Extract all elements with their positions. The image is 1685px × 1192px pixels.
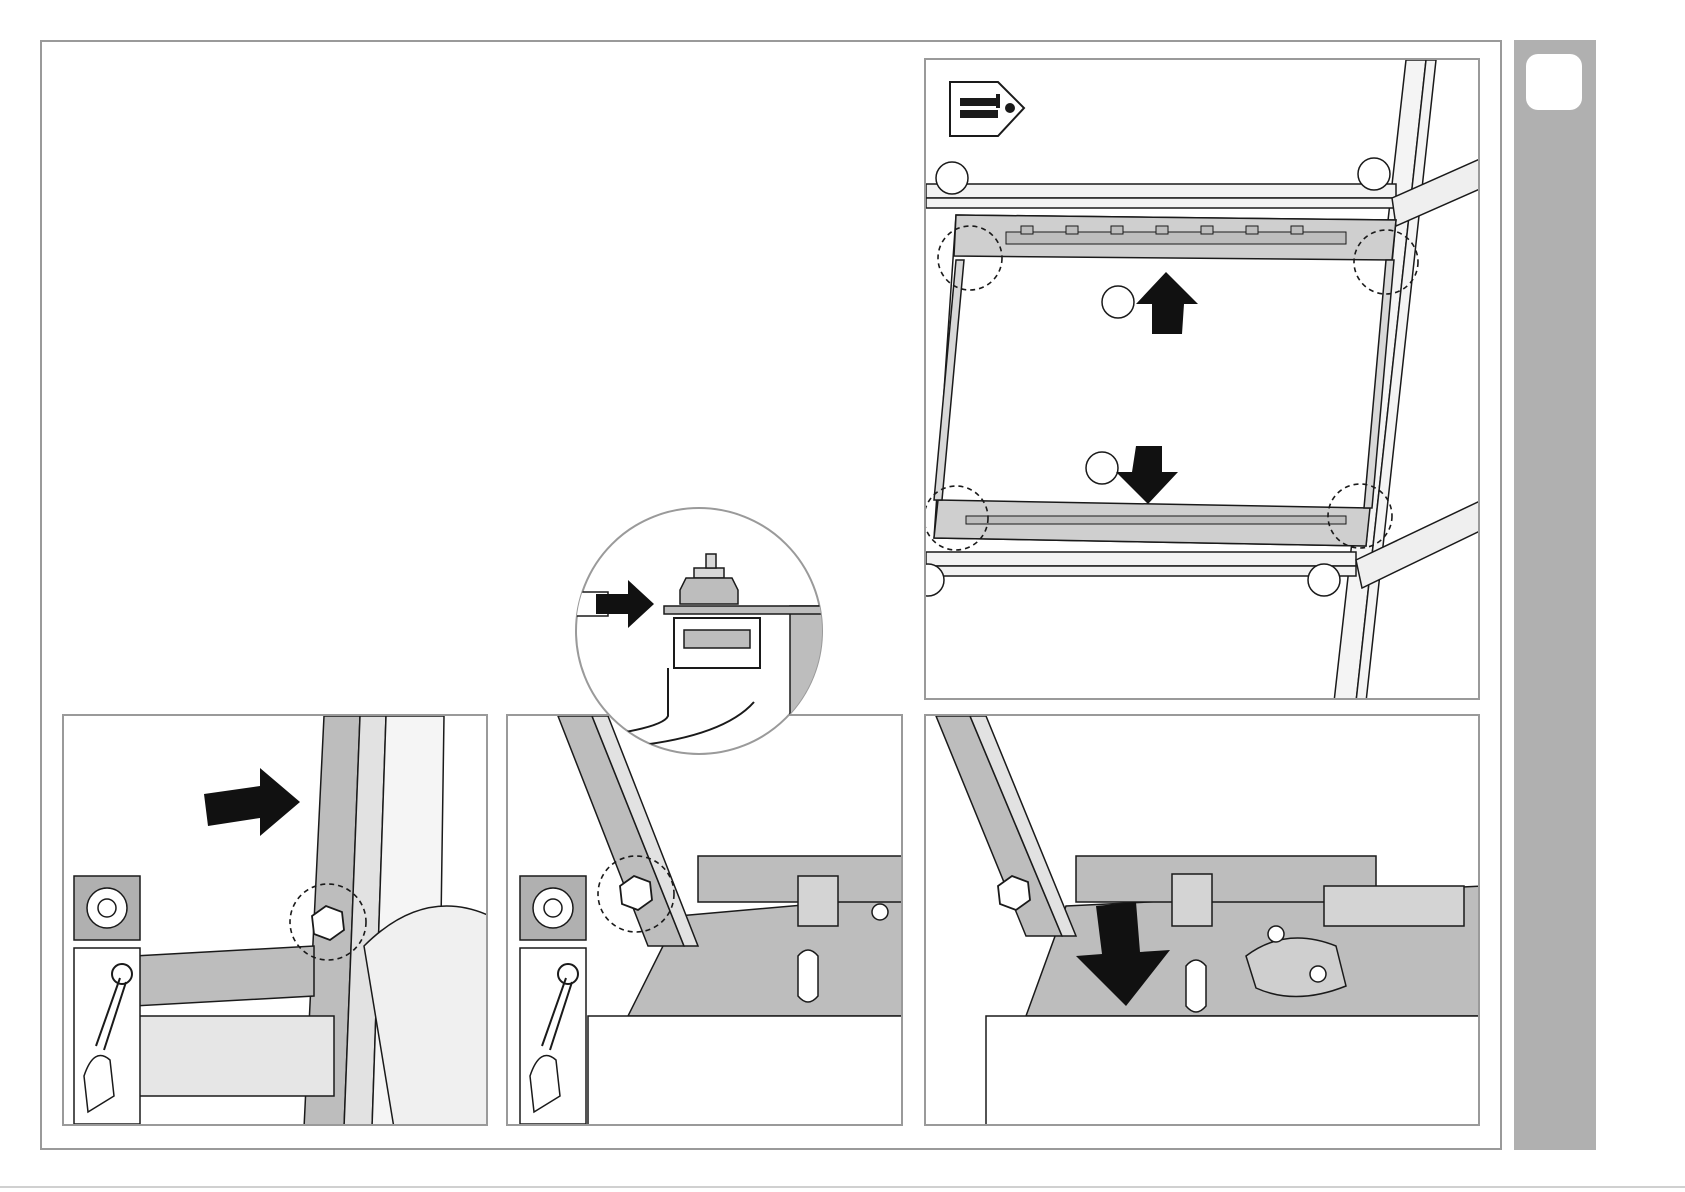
clamp-tab [1172,874,1212,926]
nut-inset [74,876,140,940]
bolt-hole [1310,966,1326,982]
right-arrow-icon [204,768,300,836]
overview-panel [924,58,1480,700]
mounting-plate [934,215,1396,546]
plate-section [664,606,824,614]
bottom-beam [134,1016,334,1096]
base-plate [134,946,314,1006]
clamp-tab [798,876,838,926]
clamp-bar [1324,886,1464,926]
nut-inset [520,876,586,940]
lower-rail [966,516,1346,524]
top-beam [926,184,1396,208]
profile-wall [790,606,824,756]
nut-section [684,630,750,648]
step-panel-slide [506,714,903,1126]
bolt-hole [872,904,888,920]
slot [798,950,818,1002]
section-tab [1514,40,1596,1150]
page-bottom-strip [0,1186,1685,1188]
step-loosen-illustration [64,716,488,1126]
open-end-wrench-icon [520,948,586,1124]
step-panel-loosen [62,714,488,1126]
section-badge [1526,54,1582,110]
bolt-detail-illustration [574,506,824,756]
bottom-beam [926,552,1356,576]
round-flange [1246,938,1346,997]
bottom-beam [588,1016,903,1126]
bolt-hole [1268,926,1284,942]
open-end-wrench-icon [74,948,140,1124]
step-panel-lower [924,714,1480,1126]
bolt-detail-zoom [574,506,824,756]
bottom-beam [986,1016,1480,1126]
step-slide-illustration [508,716,903,1126]
overview-illustration [926,60,1480,700]
slot [1186,960,1206,1012]
person-lying-under-icon [950,82,1024,136]
step-lower-illustration [926,716,1480,1126]
